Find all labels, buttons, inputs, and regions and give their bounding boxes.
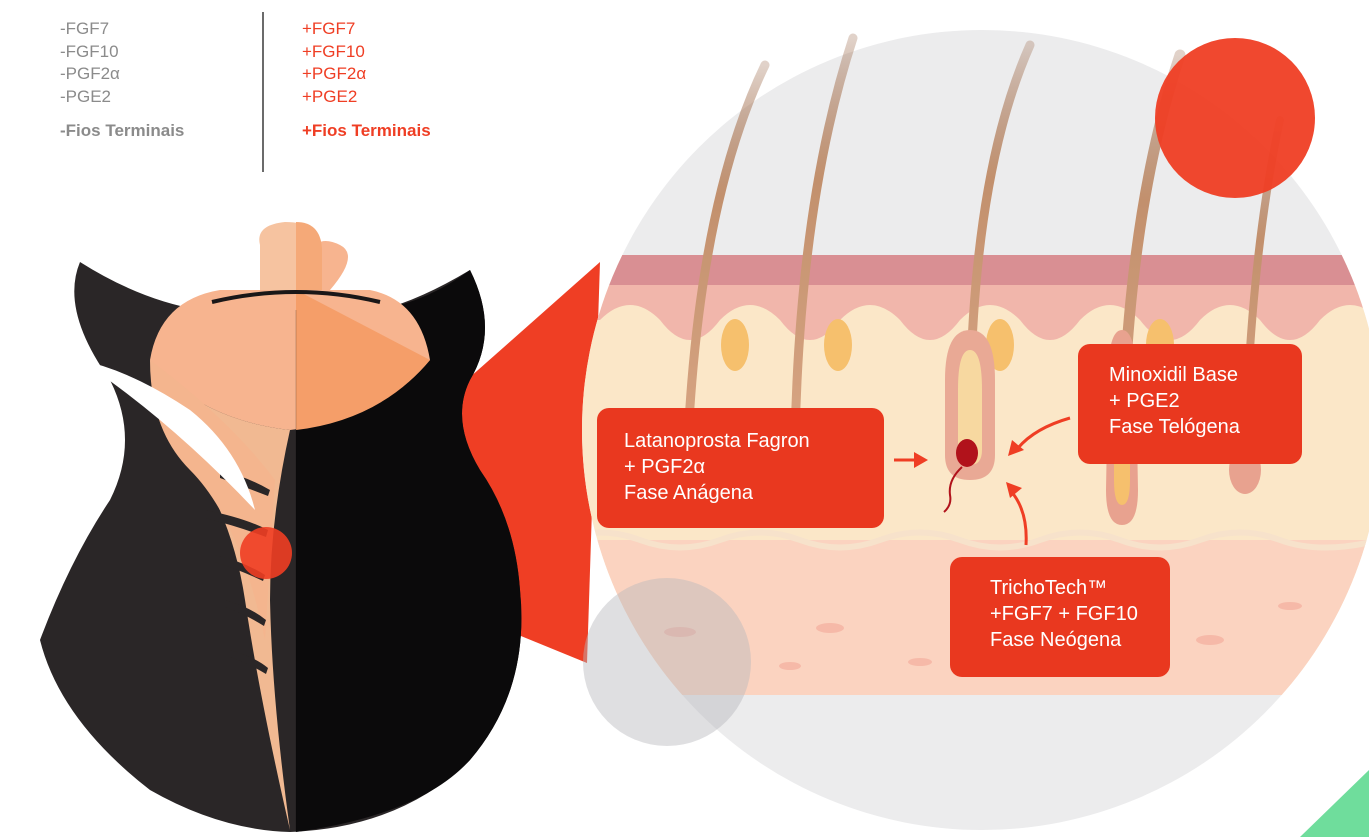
minoxidil-line-2: + PGE2 [1109, 388, 1302, 414]
minoxidil-line-1: Minoxidil Base [1109, 362, 1302, 388]
latanoprost-line-3: Fase Anágena [624, 480, 884, 506]
trichotech-line-1: TrichoTech™ [990, 575, 1170, 601]
decor-red-circle [1155, 38, 1315, 198]
latanoprost-callout: Latanoprosta Fagron + PGF2α Fase Anágena [597, 408, 884, 528]
decor-gray-circle [583, 578, 751, 746]
latanoprost-line-1: Latanoprosta Fagron [624, 428, 884, 454]
trichotech-line-3: Fase Neógena [990, 627, 1170, 653]
head-illustration [40, 222, 521, 832]
trichotech-line-2: +FGF7 + FGF10 [990, 601, 1170, 627]
decor-green-corner [1300, 770, 1369, 837]
minoxidil-line-3: Fase Telógena [1109, 414, 1302, 440]
latanoprost-line-2: + PGF2α [624, 454, 884, 480]
trichotech-callout: TrichoTech™ +FGF7 + FGF10 Fase Neógena [950, 557, 1170, 677]
minoxidil-callout: Minoxidil Base + PGE2 Fase Telógena [1078, 344, 1302, 464]
